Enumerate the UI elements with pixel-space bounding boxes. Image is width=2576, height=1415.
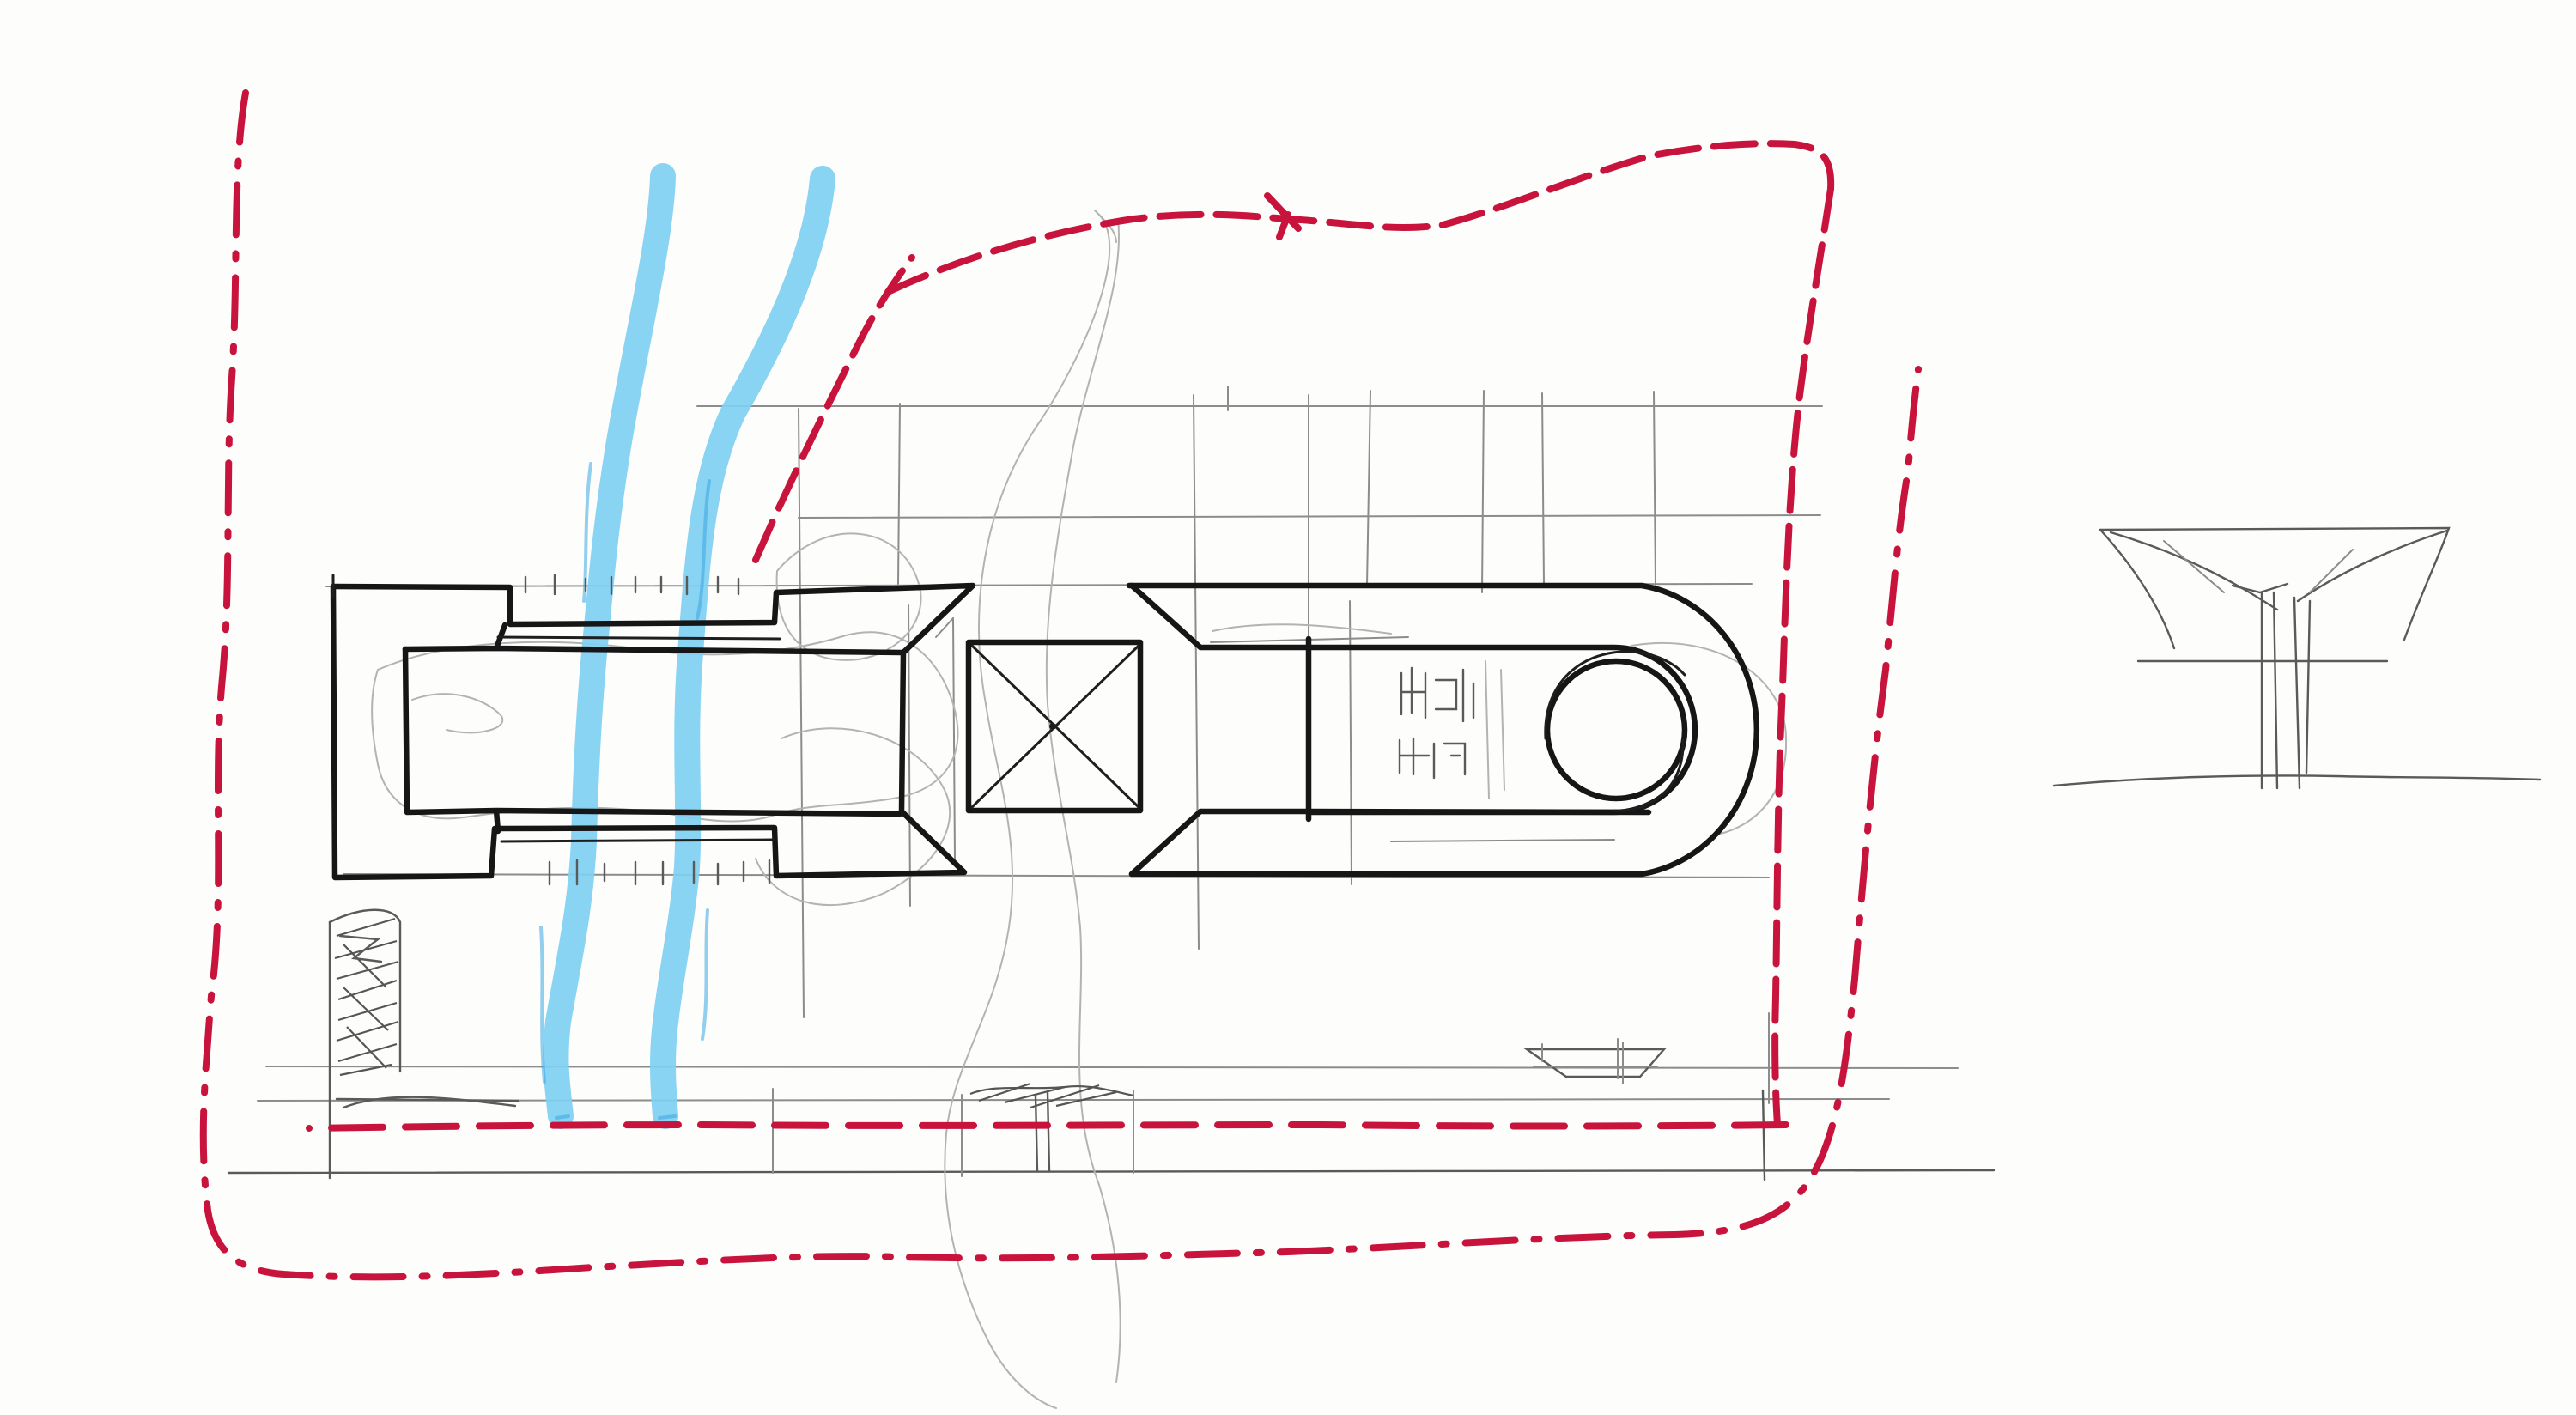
water-stream-left — [543, 163, 676, 1129]
center-bottom-tree-scribble — [969, 1082, 1134, 1173]
round-plaza-circle — [1544, 650, 1688, 812]
small-funnel-section — [1523, 1038, 1667, 1084]
left-wing-tick-marks — [524, 574, 771, 886]
central-square-pavilion — [965, 639, 1144, 814]
interior-scribble-figures — [1398, 660, 1505, 799]
elevation-sketch-right — [2052, 526, 2542, 790]
site-boundary-inner — [306, 140, 1835, 1132]
hatched-block-lower-left — [328, 908, 520, 1180]
site-boundary-outer — [199, 89, 1922, 1281]
building-left-wing — [330, 574, 976, 881]
water-stream-markers — [539, 163, 835, 1129]
water-stream-right — [650, 166, 835, 1129]
pencil-construction-lines — [227, 386, 1996, 1181]
